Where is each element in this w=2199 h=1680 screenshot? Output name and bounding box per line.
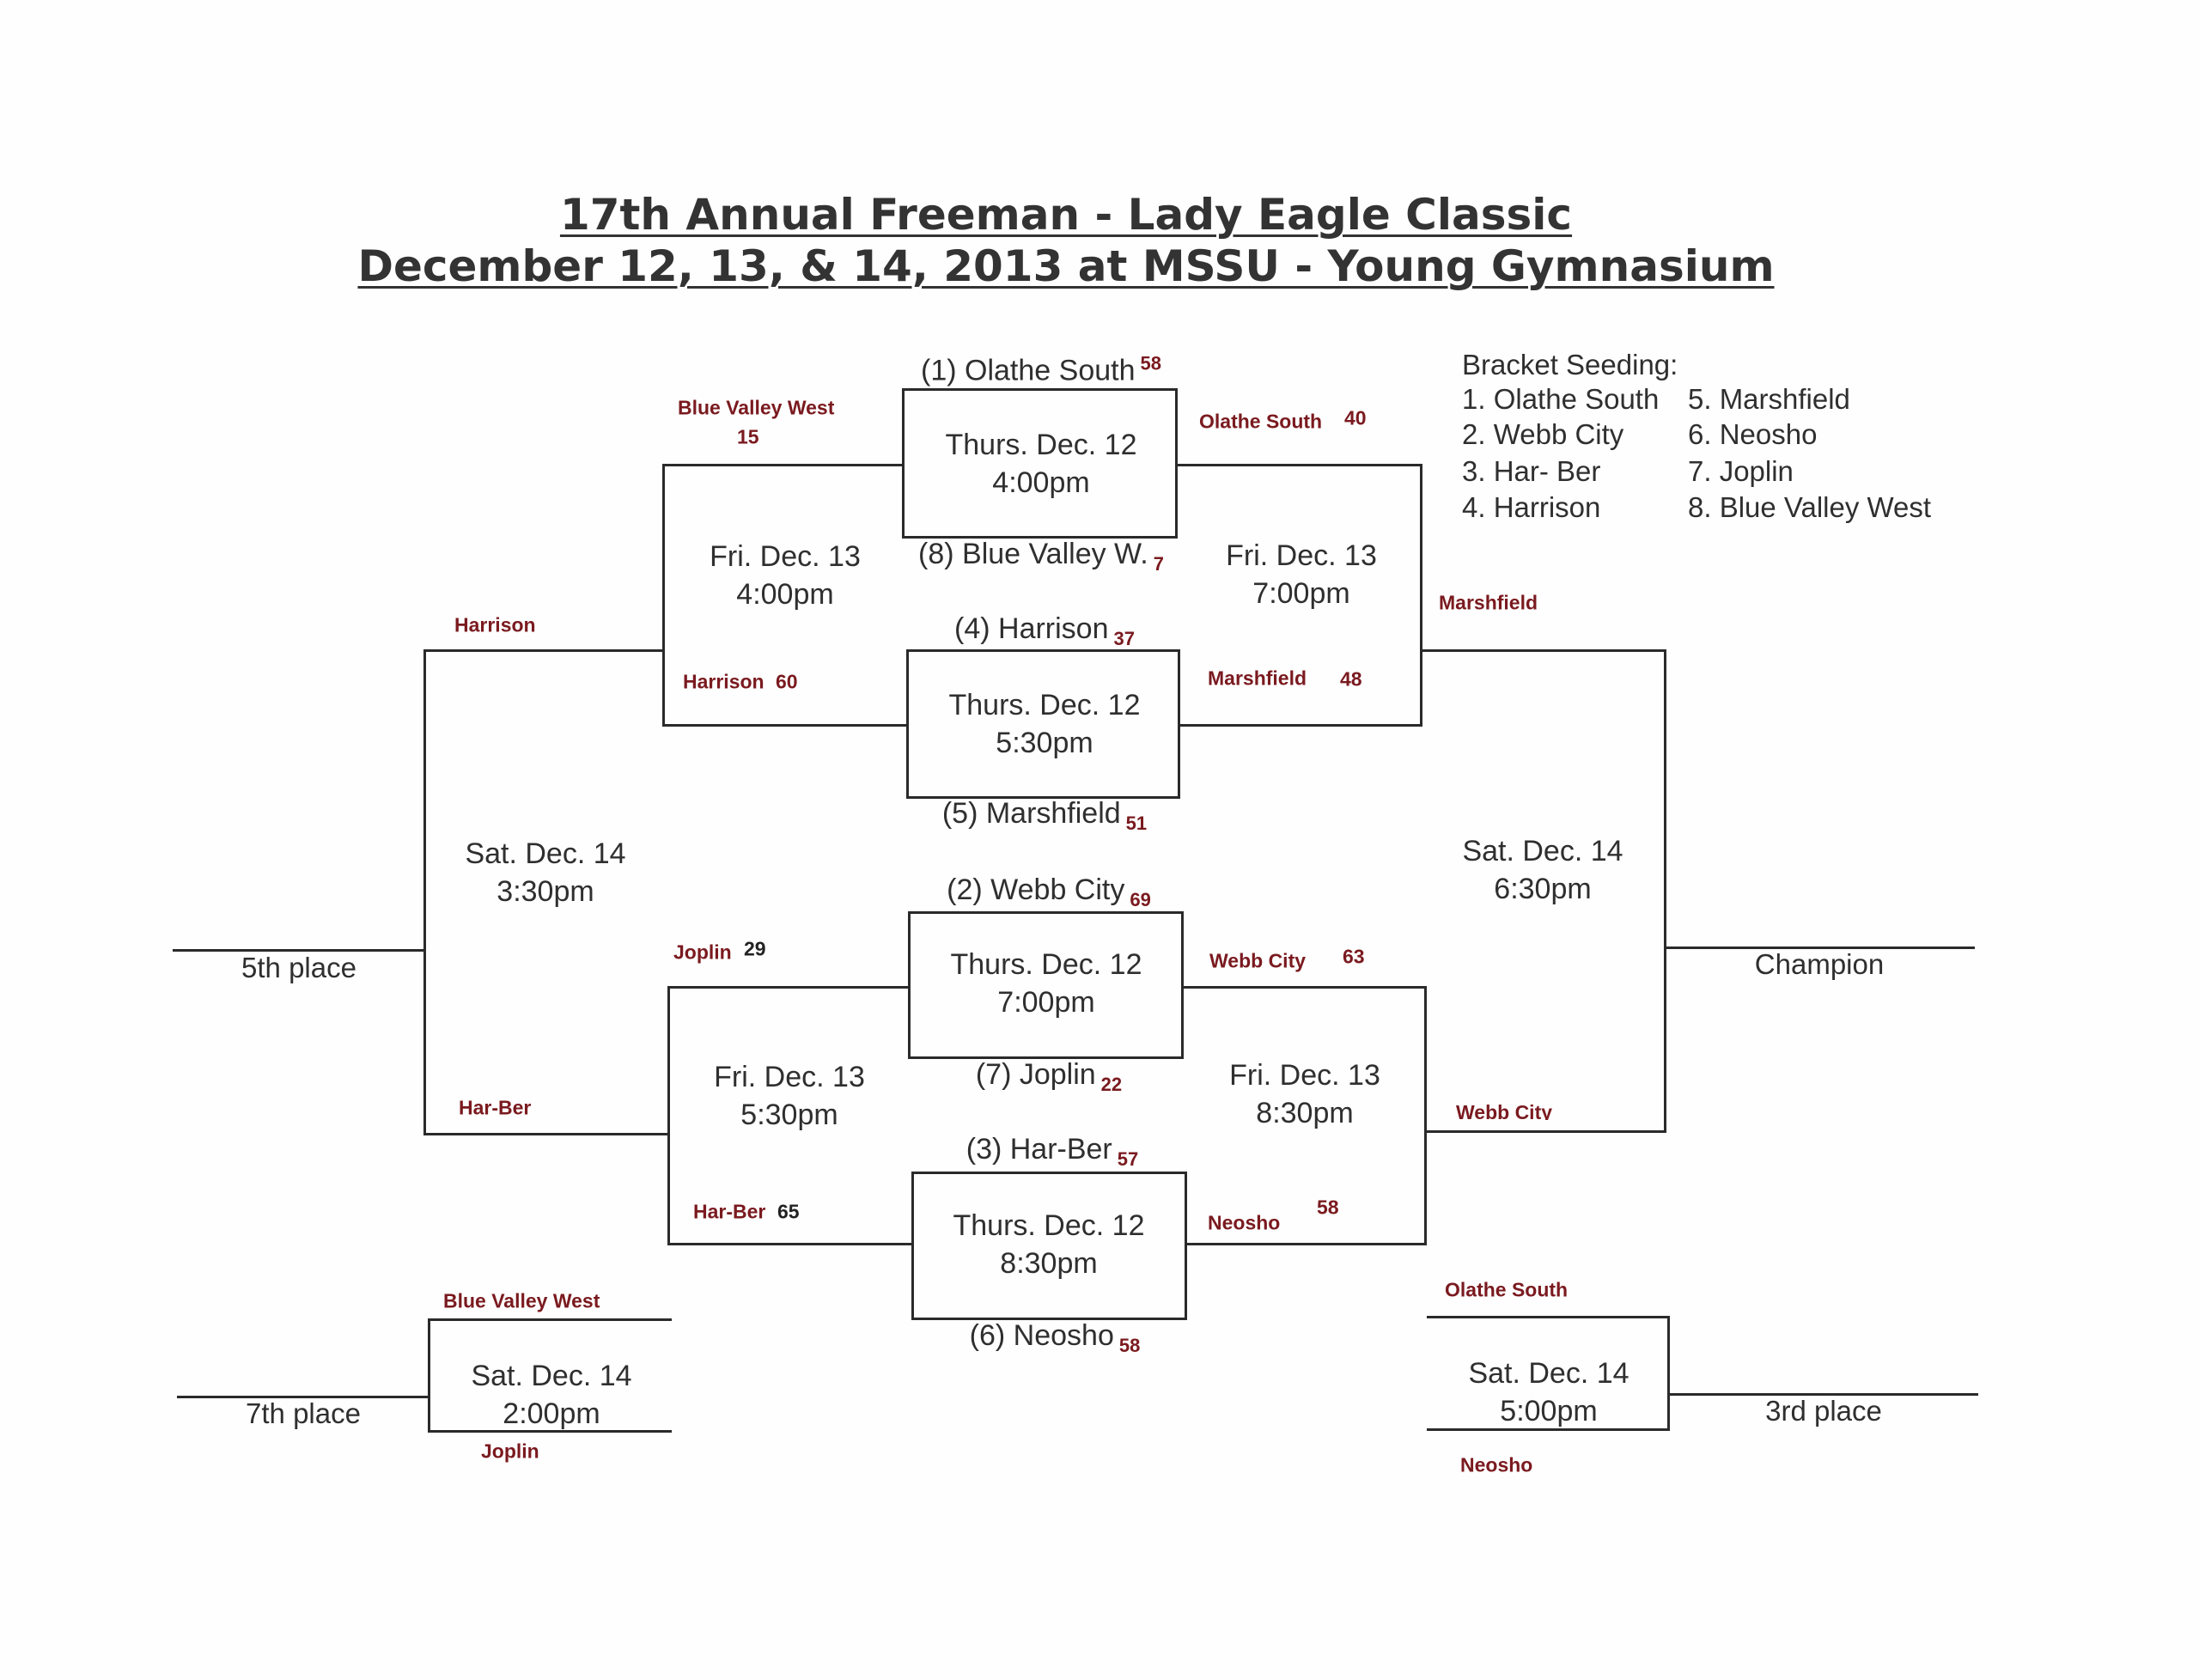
third-place-label: 3rd place xyxy=(1765,1395,1882,1427)
semi1-bottom-score: 48 xyxy=(1340,667,1362,691)
game1-bottom-team: (8) Blue Valley W.7 xyxy=(918,538,1164,575)
game3-schedule: Thurs. Dec. 12 7:00pm xyxy=(951,946,1142,1021)
semi2-bottom-team: Neosho xyxy=(1208,1211,1281,1234)
score: 7 xyxy=(1153,553,1164,575)
consolation-semi1-top-team: Blue Valley West xyxy=(678,396,835,419)
game-time: 4:00pm xyxy=(736,578,834,611)
game-time: 7:00pm xyxy=(1252,577,1350,610)
game-time: 7:00pm xyxy=(997,986,1095,1019)
third-place-schedule: Sat. Dec. 14 5:00pm xyxy=(1468,1354,1629,1430)
game-day: Sat. Dec. 14 xyxy=(1462,835,1623,867)
game-time: 5:30pm xyxy=(996,727,1093,759)
game-time: 5:30pm xyxy=(740,1099,838,1131)
score: 58 xyxy=(1118,1335,1141,1356)
consolation-semi2-bottom-score: 65 xyxy=(777,1200,800,1223)
game-day: Fri. Dec. 13 xyxy=(1229,1059,1380,1092)
game-time: 3:30pm xyxy=(496,875,594,908)
seeding-heading: Bracket Seeding: xyxy=(1462,349,1678,380)
team-name: (1) Olathe South xyxy=(921,354,1136,387)
championship-bottom-team: Webb City xyxy=(1456,1101,1553,1120)
game-time: 8:30pm xyxy=(1000,1247,1098,1280)
consolation-semi1-bottom-team: Harrison xyxy=(683,670,764,693)
team-name: (2) Webb City xyxy=(947,873,1125,906)
consolation-semi2-bottom-team: Har-Ber xyxy=(693,1200,766,1223)
game-day: Sat. Dec. 14 xyxy=(465,837,626,870)
score: 51 xyxy=(1125,813,1148,834)
game-day: Fri. Dec. 13 xyxy=(710,540,861,573)
champion-label: Champion xyxy=(1754,948,1885,980)
semi1-top-score: 40 xyxy=(1344,406,1367,429)
championship-top-team: Marshfield xyxy=(1439,591,1538,614)
seed-2: 2. Webb City xyxy=(1462,418,1624,450)
game2-schedule: Thurs. Dec. 12 5:30pm xyxy=(949,686,1141,762)
consolation-semi2-top-team: Joplin xyxy=(673,940,732,964)
seed-6: 6. Neosho xyxy=(1688,418,1818,450)
score: 37 xyxy=(1113,628,1135,649)
team-name: (6) Neosho xyxy=(969,1319,1114,1352)
game-day: Thurs. Dec. 12 xyxy=(948,689,1141,721)
consolation-semi2-top-score: 29 xyxy=(744,937,766,960)
game1-schedule: Thurs. Dec. 12 4:00pm xyxy=(946,426,1137,502)
title-line-2: December 12, 13, & 14, 2013 at MSSU - Yo… xyxy=(357,241,1775,291)
fifth-place-top-team: Harrison xyxy=(454,613,536,636)
seventh-place-label: 7th place xyxy=(246,1397,361,1429)
team-name: (8) Blue Valley W. xyxy=(918,538,1148,570)
game-time: 8:30pm xyxy=(1256,1097,1354,1129)
game4-schedule: Thurs. Dec. 12 8:30pm xyxy=(953,1207,1145,1282)
semi2-top-score: 63 xyxy=(1343,945,1365,968)
seed-1: 1. Olathe South xyxy=(1462,383,1660,415)
game-time: 4:00pm xyxy=(992,466,1090,499)
seed-7: 7. Joplin xyxy=(1688,455,1794,487)
game-day: Sat. Dec. 14 xyxy=(1468,1357,1629,1390)
seed-4: 4. Harrison xyxy=(1462,491,1601,523)
seventh-place-bottom-team: Joplin xyxy=(481,1440,539,1463)
team-name: (4) Harrison xyxy=(954,612,1109,645)
score: 57 xyxy=(1117,1148,1139,1170)
semi1-schedule: Fri. Dec. 13 7:00pm xyxy=(1226,537,1377,612)
score: 58 xyxy=(1140,352,1161,374)
game-day: Thurs. Dec. 12 xyxy=(945,429,1137,461)
game-day: Thurs. Dec. 12 xyxy=(950,948,1142,981)
semi2-bottom-score: 58 xyxy=(1317,1196,1339,1219)
game-time: 6:30pm xyxy=(1494,873,1592,905)
seventh-place-top-team: Blue Valley West xyxy=(443,1289,600,1312)
seventh-place-schedule: Sat. Dec. 14 2:00pm xyxy=(471,1357,631,1433)
semi2-schedule: Fri. Dec. 13 8:30pm xyxy=(1229,1056,1380,1132)
seed-3: 3. Har- Ber xyxy=(1462,455,1601,487)
championship-schedule: Sat. Dec. 14 6:30pm xyxy=(1462,832,1623,908)
third-place-bottom-team: Neosho xyxy=(1460,1453,1533,1476)
game-day: Fri. Dec. 13 xyxy=(1226,539,1377,572)
semi1-bottom-team: Marshfield xyxy=(1208,667,1307,690)
score: 69 xyxy=(1130,889,1151,910)
game-time: 5:00pm xyxy=(1500,1395,1598,1427)
semi2-top-team: Webb City xyxy=(1209,949,1307,972)
seed-5: 5. Marshfield xyxy=(1688,383,1850,415)
game-day: Thurs. Dec. 12 xyxy=(953,1209,1145,1242)
fifth-place-schedule: Sat. Dec. 14 3:30pm xyxy=(465,835,625,910)
game-day: Fri. Dec. 13 xyxy=(714,1061,865,1093)
team-name: (5) Marshfield xyxy=(941,797,1121,830)
seed-8: 8. Blue Valley West xyxy=(1688,491,1932,523)
score: 22 xyxy=(1100,1074,1123,1095)
fifth-place-bottom-team: Har-Ber xyxy=(459,1096,532,1119)
team-name: (7) Joplin xyxy=(975,1058,1096,1091)
consolation-semi1-bottom-score: 60 xyxy=(776,670,798,693)
team-name: (3) Har-Ber xyxy=(965,1133,1112,1166)
title-line-1: 17th Annual Freeman - Lady Eagle Classic xyxy=(559,190,1573,240)
semi1-top-team: Olathe South xyxy=(1199,410,1323,433)
consolation-semi2-schedule: Fri. Dec. 13 5:30pm xyxy=(714,1058,865,1134)
consolation-semi1-schedule: Fri. Dec. 13 4:00pm xyxy=(710,538,861,613)
third-place-top-team: Olathe South xyxy=(1445,1278,1569,1301)
game-time: 2:00pm xyxy=(503,1397,600,1430)
game-day: Sat. Dec. 14 xyxy=(471,1360,632,1392)
consolation-semi1-top-score: 15 xyxy=(737,425,759,448)
fifth-place-label: 5th place xyxy=(241,952,356,983)
